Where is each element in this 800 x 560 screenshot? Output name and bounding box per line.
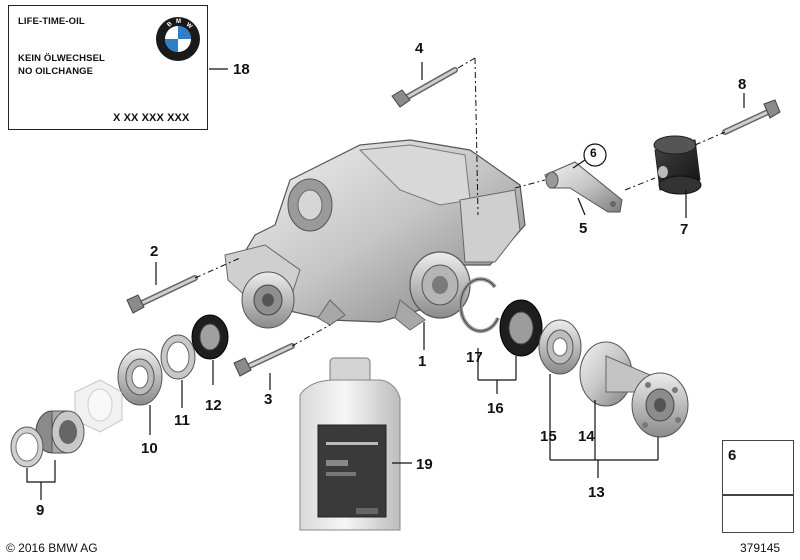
callout-19: 19	[416, 456, 433, 473]
label-line-lifetime-oil: LIFE-TIME-OIL	[18, 16, 85, 27]
seal-ring-16	[499, 299, 543, 357]
disc-10	[117, 348, 163, 406]
svg-text:B: B	[166, 21, 174, 29]
callout-4: 4	[415, 40, 424, 57]
inset-part-box: 6	[722, 440, 794, 495]
label-line-no-oilchange: NO OILCHANGE	[18, 66, 94, 77]
sleeve-9	[35, 410, 85, 454]
bolt-3	[233, 343, 295, 377]
callout-5: 5	[579, 220, 588, 237]
oil-bottle-19	[299, 357, 401, 531]
bolt-2	[126, 275, 198, 314]
callout-11: 11	[174, 412, 190, 429]
axis-4a	[457, 57, 476, 69]
oil-label-card: LIFE-TIME-OIL KEIN ÖLWECHSEL NO OILCHANG…	[8, 5, 208, 130]
disc-15	[538, 319, 582, 375]
callout-17: 17	[466, 349, 483, 366]
axis-3	[291, 324, 331, 347]
bracket-5	[544, 161, 623, 213]
svg-text:M: M	[176, 19, 181, 25]
callout-3: 3	[264, 391, 273, 408]
callout-14: 14	[578, 428, 595, 445]
copyright-text: © 2016 BMW AG	[6, 541, 98, 555]
callout-8: 8	[738, 76, 747, 93]
leader-circled-6	[572, 159, 586, 169]
label-part-code: X XX XXX XXX	[113, 112, 190, 124]
label-line-kein-olwechsel: KEIN ÖLWECHSEL	[18, 53, 105, 64]
axis-7	[624, 177, 656, 191]
circled-6	[583, 143, 607, 167]
output-flange-14	[579, 341, 689, 438]
rubber-mount-7	[653, 135, 702, 195]
arrow-symbol-box	[722, 495, 794, 533]
callout-7: 7	[680, 221, 689, 238]
callout-1: 1	[418, 353, 427, 370]
image-id: 379145	[740, 541, 781, 555]
bolt-8	[722, 99, 781, 135]
differential-housing	[224, 139, 526, 331]
circled-6-label: 6	[590, 146, 597, 160]
callout-15: 15	[540, 428, 557, 445]
leader-5	[577, 197, 586, 216]
axis-4b	[474, 57, 479, 216]
seal-ring-12	[191, 314, 229, 360]
callout-10: 10	[141, 440, 158, 457]
ring-11	[160, 334, 196, 380]
axis-2	[194, 257, 241, 279]
callout-9: 9	[36, 502, 45, 519]
callout-13: 13	[588, 484, 605, 501]
axis-8	[694, 131, 726, 146]
circlip-17	[458, 277, 500, 334]
inset-callout-6: 6	[728, 447, 737, 464]
callout-12: 12	[205, 397, 222, 414]
ring-9	[10, 426, 44, 468]
callout-18: 18	[233, 61, 250, 78]
callout-16: 16	[487, 400, 504, 417]
bolt-4	[391, 67, 458, 108]
bmw-logo-icon: B M W	[156, 17, 200, 61]
axis-5	[514, 179, 546, 189]
callout-2: 2	[150, 243, 159, 260]
svg-text:W: W	[185, 22, 193, 30]
